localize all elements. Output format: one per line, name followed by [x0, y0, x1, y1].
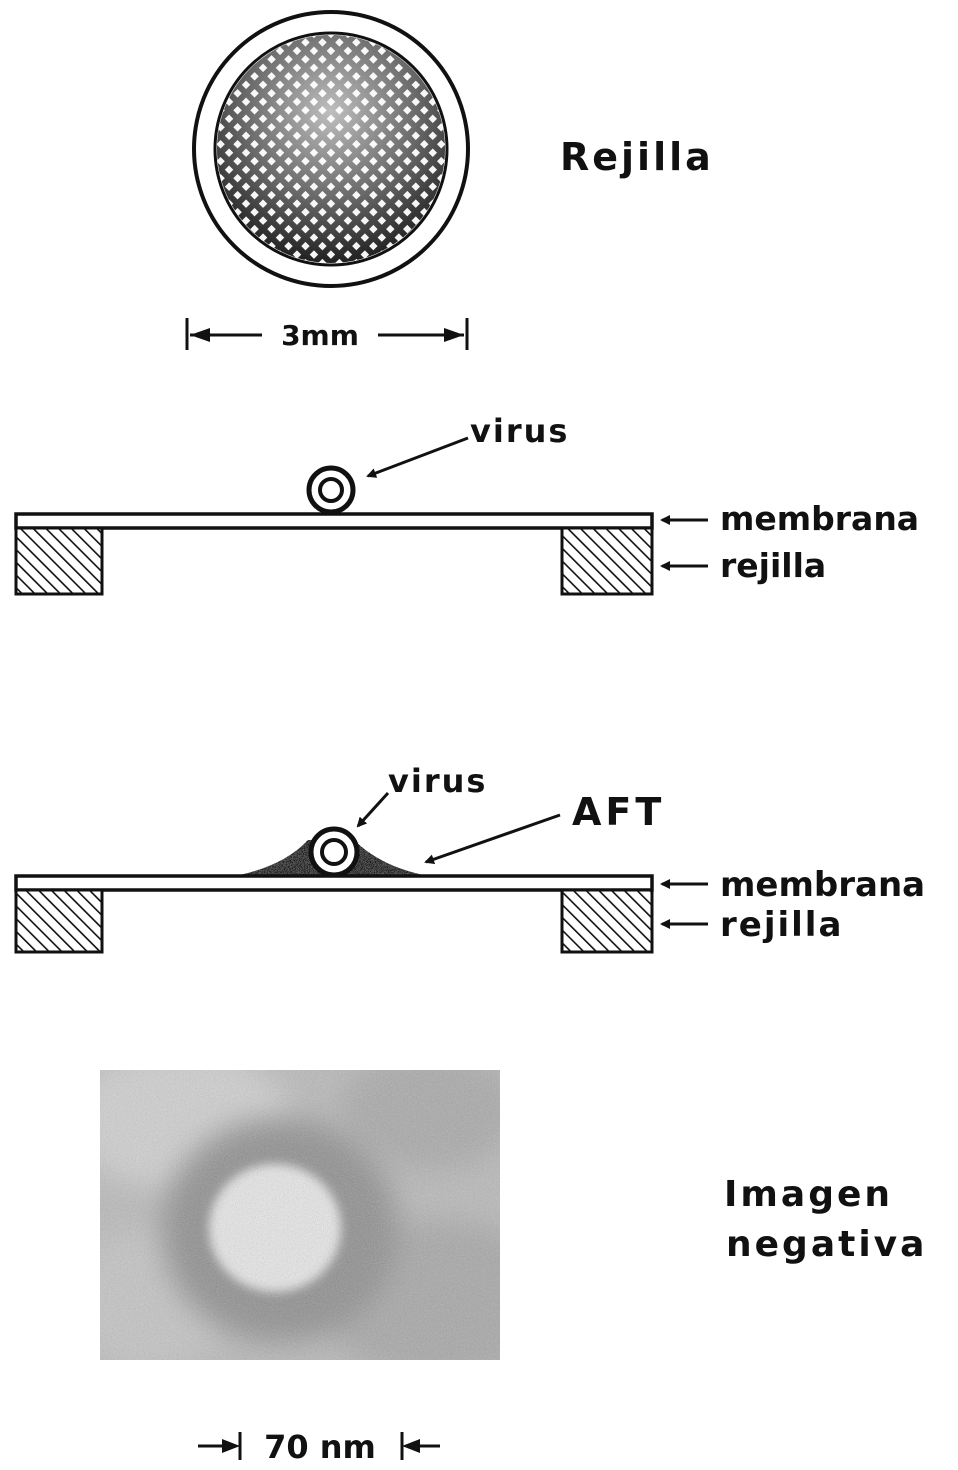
grid-label: Rejilla: [560, 135, 714, 179]
micrograph-label-line1: Imagen: [724, 1174, 893, 1215]
micrograph-scale-label: 70 nm: [264, 1428, 376, 1466]
membrane-label-2: membrana: [720, 865, 925, 905]
grid-bar-right-2: [562, 890, 652, 952]
grid-section: Rejilla 3mm: [187, 12, 714, 352]
virus-pointer-arrow: [368, 438, 468, 476]
stain-pointer-arrow: [426, 815, 560, 862]
virus-label: virus: [470, 412, 569, 450]
membrane-strip: [16, 514, 652, 528]
virus-pointer-arrow-2: [358, 793, 388, 826]
grid-bar-left-2: [16, 890, 102, 952]
stained-section: virus AFT membrana rejilla: [16, 762, 925, 952]
membrane-strip-2: [16, 876, 652, 890]
micrograph-section: Imagen negativa 70 nm: [70, 1050, 927, 1466]
grid-bar-left: [16, 528, 102, 594]
micrograph-label-line2: negativa: [726, 1224, 927, 1265]
virus-particle-2: [311, 829, 357, 875]
virus-label-2: virus: [388, 762, 487, 800]
grid-scale-label: 3mm: [281, 319, 359, 352]
grid-bar-right: [562, 528, 652, 594]
negative-stain-micrograph: [70, 1050, 560, 1380]
virus-particle: [309, 468, 353, 512]
grid-bar-label: rejilla: [720, 546, 826, 585]
grid-bar-label-2: rejilla: [720, 905, 843, 945]
stain-label: AFT: [572, 790, 665, 834]
membrane-label: membrana: [720, 499, 919, 538]
mounted-section: virus membrana rejilla: [16, 412, 919, 594]
